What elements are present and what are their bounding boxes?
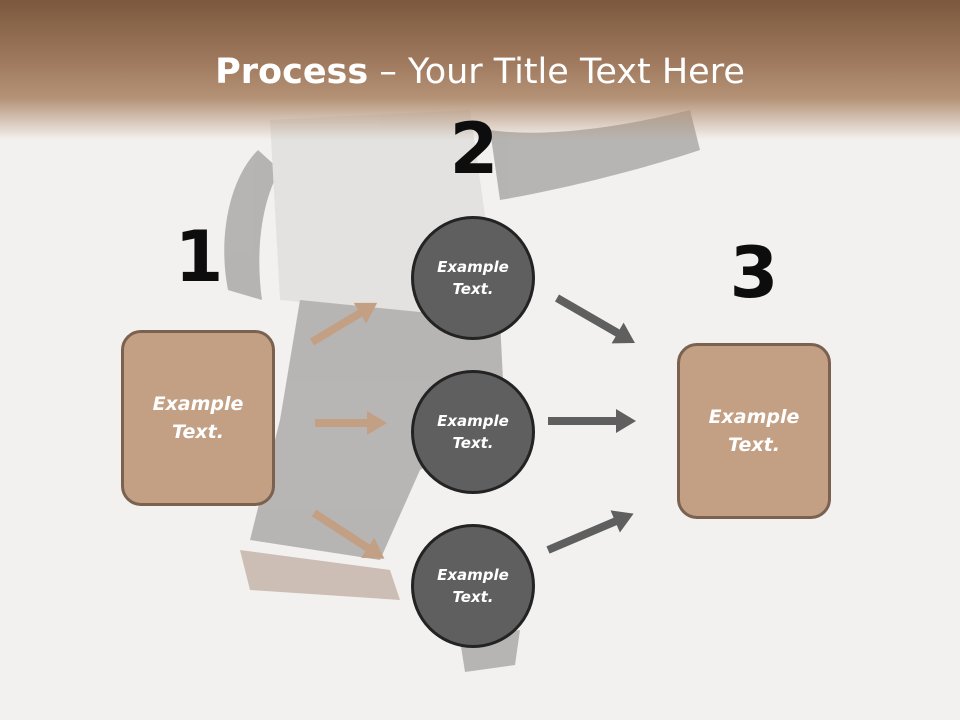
- step-number-2: 2: [449, 108, 499, 190]
- circle-middle: Example Text.: [411, 370, 535, 494]
- left-arrows: [309, 302, 387, 559]
- right-arrows: [546, 294, 636, 554]
- circle-top-text: Example Text.: [437, 257, 509, 299]
- right-box-text: Example Text.: [708, 405, 800, 457]
- title-rest: – Your Title Text Here: [368, 52, 745, 92]
- circle-bottom-text: Example Text.: [437, 565, 509, 607]
- step-number-3: 3: [729, 232, 779, 314]
- left-box-text: Example Text.: [152, 392, 244, 444]
- arrow-down-right-right: [555, 294, 635, 344]
- left-box: Example Text.: [121, 330, 275, 506]
- header-band: [0, 0, 960, 140]
- arrow-up-right-right: [546, 510, 634, 554]
- arrow-right-right: [548, 409, 636, 433]
- step-number-1: 1: [174, 216, 224, 298]
- circle-bottom: Example Text.: [411, 524, 535, 648]
- slide-title: Process – Your Title Text Here: [0, 52, 960, 92]
- circle-top: Example Text.: [411, 216, 535, 340]
- title-bold: Process: [215, 52, 369, 92]
- right-box: Example Text.: [677, 343, 831, 519]
- arrow-up-right-left: [309, 302, 378, 346]
- arrow-right-left: [315, 411, 387, 435]
- arrow-down-right-left: [311, 509, 385, 559]
- circle-middle-text: Example Text.: [437, 411, 509, 453]
